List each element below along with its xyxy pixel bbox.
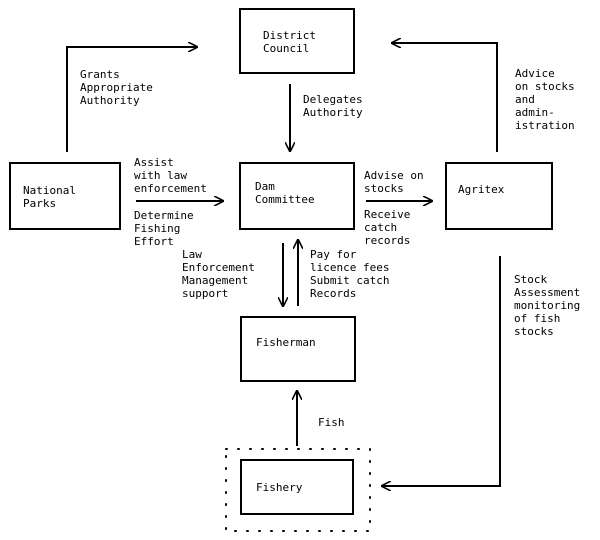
district-council-label-line: District <box>263 29 316 42</box>
advice-stocks-administration-label-line: Advice <box>515 67 555 80</box>
arrow-parks-to-council <box>66 47 197 152</box>
fisherman-box <box>240 316 356 382</box>
arrow-agritex-to-fishery <box>382 256 501 486</box>
assist-law-enforcement-label-line: with law <box>134 169 187 182</box>
fish-label-line: Fish <box>318 416 345 429</box>
law-enforcement-support-label-line: Enforcement <box>182 261 255 274</box>
district-council-box <box>239 8 355 74</box>
advice-stocks-administration-label-line: and <box>515 93 535 106</box>
arrow-agritex-to-council <box>392 43 498 152</box>
delegates-authority-label-line: Delegates <box>303 93 363 106</box>
agritex-label-line: Agritex <box>458 183 505 196</box>
determine-fishing-effort-label-line: Determine <box>134 209 194 222</box>
receive-catch-records-label-line: records <box>364 234 410 247</box>
stock-assessment-label-line: stocks <box>514 325 554 338</box>
agritex-label: Agritex <box>458 183 505 196</box>
advice-stocks-administration-label-line: istration <box>515 119 575 132</box>
determine-fishing-effort-label-line: Fishing <box>134 222 180 235</box>
advice-stocks-administration-label-line: admin- <box>515 106 555 119</box>
fisherman-label-line: Fisherman <box>256 336 316 349</box>
dam-committee-label-line: Committee <box>255 193 315 206</box>
advice-stocks-administration-label-line: on stocks <box>515 80 575 93</box>
stock-assessment-label-line: monitoring <box>514 299 580 312</box>
pay-licence-submit-records-label-line: Pay for <box>310 248 357 261</box>
advise-on-stocks-label-line: stocks <box>364 182 404 195</box>
receive-catch-records-label-line: Receive <box>364 208 410 221</box>
district-council-label-line: Council <box>263 42 309 55</box>
pay-licence-submit-records-label-line: Submit catch <box>310 274 389 287</box>
fishery-dotted-frame <box>225 448 371 532</box>
fishery-label-line: Fishery <box>256 481 303 494</box>
stock-assessment-label-line: Stock <box>514 273 547 286</box>
grants-authority-label-line: Authority <box>80 94 140 107</box>
dam-committee-box <box>239 162 355 230</box>
pay-licence-submit-records-label-line: licence fees <box>310 261 389 274</box>
stock-assessment-label-line: Assessment <box>514 286 580 299</box>
fish-label: Fish <box>318 416 345 429</box>
pay-licence-submit-records-label-line: Records <box>310 287 356 300</box>
agritex-node: Agritex <box>445 162 553 230</box>
national-parks-box <box>9 162 121 230</box>
grants-authority-label-line: Appropriate <box>80 81 153 94</box>
assist-law-enforcement-label-line: Assist <box>134 156 174 169</box>
law-enforcement-support-label-line: support <box>182 287 228 300</box>
determine-fishing-effort-label-line: Effort <box>134 235 174 248</box>
national-parks-label-line: Parks <box>23 197 56 210</box>
fishery-node: Fishery <box>225 448 371 532</box>
law-enforcement-support-label-line: Law <box>182 248 202 261</box>
grants-authority-label-line: Grants <box>80 68 120 81</box>
fishery-label: Fishery <box>256 481 303 494</box>
fishery-box <box>240 459 354 515</box>
receive-catch-records-label-line: catch <box>364 221 397 234</box>
national-parks-label-line: National <box>23 184 76 197</box>
fisherman-label: Fisherman <box>256 336 316 349</box>
stock-assessment-label-line: of fish <box>514 312 560 325</box>
advise-on-stocks-label-line: Advise on <box>364 169 424 182</box>
delegates-authority-label-line: Authority <box>303 106 363 119</box>
assist-law-enforcement-label-line: enforcement <box>134 182 207 195</box>
agritex-box <box>445 162 553 230</box>
law-enforcement-support-label-line: Management <box>182 274 248 287</box>
fisherman-node: Fisherman <box>240 316 356 382</box>
dam-committee-label-line: Dam <box>255 180 275 193</box>
